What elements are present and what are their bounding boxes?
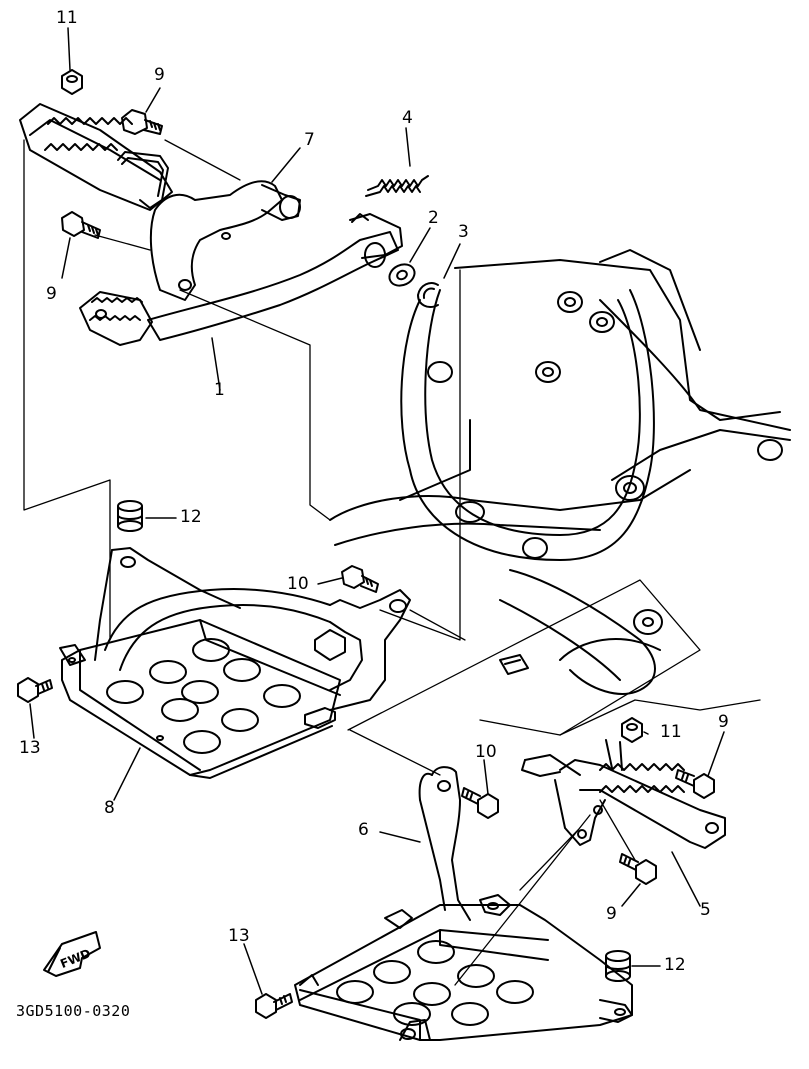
bolt-9-upper bbox=[121, 109, 163, 135]
frame-structure bbox=[329, 249, 791, 695]
fwd-arrow-label: FWD bbox=[58, 946, 92, 971]
circlip-part bbox=[417, 282, 439, 308]
bolt-13-left bbox=[17, 677, 53, 703]
damper-12-lower bbox=[605, 950, 631, 982]
bolt-10-lower bbox=[461, 787, 499, 819]
spring-part bbox=[365, 175, 429, 197]
fwd-arrow-icon: FWD bbox=[43, 931, 101, 977]
nut-11-upper bbox=[61, 69, 83, 95]
nut-11-right bbox=[621, 717, 643, 743]
callout-9-left: 9 bbox=[46, 284, 57, 304]
callout-7: 7 bbox=[304, 130, 315, 150]
bracket-plate-8 bbox=[59, 547, 411, 779]
left-footrest bbox=[19, 103, 173, 211]
callout-2: 2 bbox=[428, 208, 439, 228]
bolt-9-right-lower bbox=[619, 853, 657, 885]
brake-pedal bbox=[79, 180, 403, 346]
callout-3: 3 bbox=[458, 222, 469, 242]
callout-9-right-upper: 9 bbox=[718, 712, 729, 732]
assembly-guide-lines bbox=[23, 139, 761, 986]
bolt-9-left bbox=[61, 211, 101, 239]
drawing-code: 3GD5100-0320 bbox=[16, 1002, 131, 1020]
washer-part bbox=[388, 263, 416, 287]
callout-10-lower: 10 bbox=[475, 742, 497, 762]
callout-13-left: 13 bbox=[19, 738, 41, 758]
bolt-13-lower bbox=[255, 993, 293, 1019]
callout-12-lower: 12 bbox=[664, 955, 686, 975]
callout-13-lower: 13 bbox=[228, 926, 250, 946]
leader-lines bbox=[29, 27, 725, 995]
bracket-6 bbox=[294, 766, 633, 1041]
callout-10-upper: 10 bbox=[287, 574, 309, 594]
callout-8: 8 bbox=[104, 798, 115, 818]
bolt-9-right-upper bbox=[675, 769, 715, 799]
callout-11-upper: 11 bbox=[56, 8, 78, 28]
callout-4: 4 bbox=[402, 108, 413, 128]
callout-11-right: 11 bbox=[660, 722, 682, 742]
callout-5: 5 bbox=[700, 900, 711, 920]
right-footrest bbox=[521, 739, 726, 849]
damper-12-upper bbox=[117, 500, 143, 532]
callout-12-upper: 12 bbox=[180, 507, 202, 527]
callout-9-upper: 9 bbox=[154, 65, 165, 85]
bolt-10-upper bbox=[341, 565, 379, 593]
callout-6: 6 bbox=[358, 820, 369, 840]
callout-1: 1 bbox=[214, 380, 225, 400]
callout-9-right-lower: 9 bbox=[606, 904, 617, 924]
